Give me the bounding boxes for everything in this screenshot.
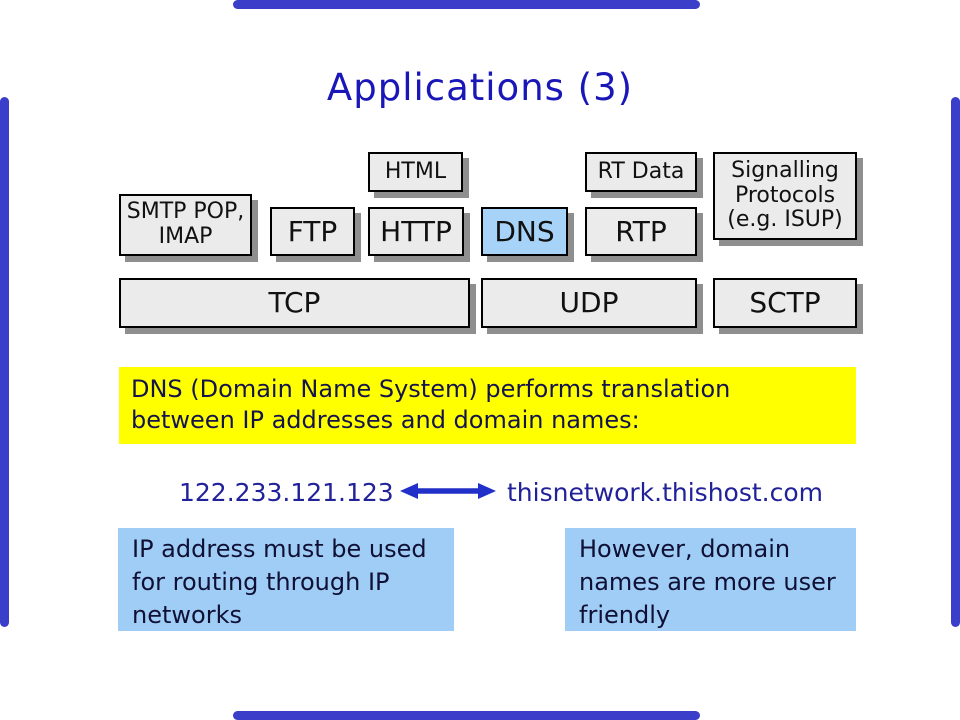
bidirectional-arrow-icon [400, 480, 496, 502]
page-title: Applications (3) [326, 66, 634, 109]
protocol-box-dns-highlighted: DNS [481, 207, 568, 256]
protocol-box-smtp-pop-imap: SMTP POP, IMAP [119, 194, 252, 256]
protocol-box-http: HTTP [368, 207, 464, 256]
protocol-box-udp: UDP [481, 278, 697, 328]
frame-top-bar [233, 0, 700, 9]
protocol-box-ftp: FTP [270, 207, 355, 256]
frame-right-bar [951, 97, 960, 627]
note-ip-address-routing: IP address must be used for routing thro… [118, 528, 454, 631]
frame-bottom-bar [233, 711, 700, 720]
domain-name-text: thisnetwork.thishost.com [507, 478, 824, 507]
protocol-box-signalling: Signalling Protocols (e.g. ISUP) [713, 152, 857, 240]
protocol-box-rt-data: RT Data [585, 152, 697, 192]
ip-address-text: 122.233.121.123 [179, 478, 394, 507]
note-domain-names-friendly: However, domain names are more user frie… [565, 528, 856, 631]
protocol-box-sctp: SCTP [713, 278, 857, 328]
protocol-box-html: HTML [368, 152, 463, 192]
protocol-box-rtp: RTP [585, 207, 697, 256]
dns-description-callout: DNS (Domain Name System) performs transl… [119, 367, 856, 444]
frame-left-bar [0, 97, 9, 627]
protocol-box-tcp: TCP [119, 278, 470, 328]
